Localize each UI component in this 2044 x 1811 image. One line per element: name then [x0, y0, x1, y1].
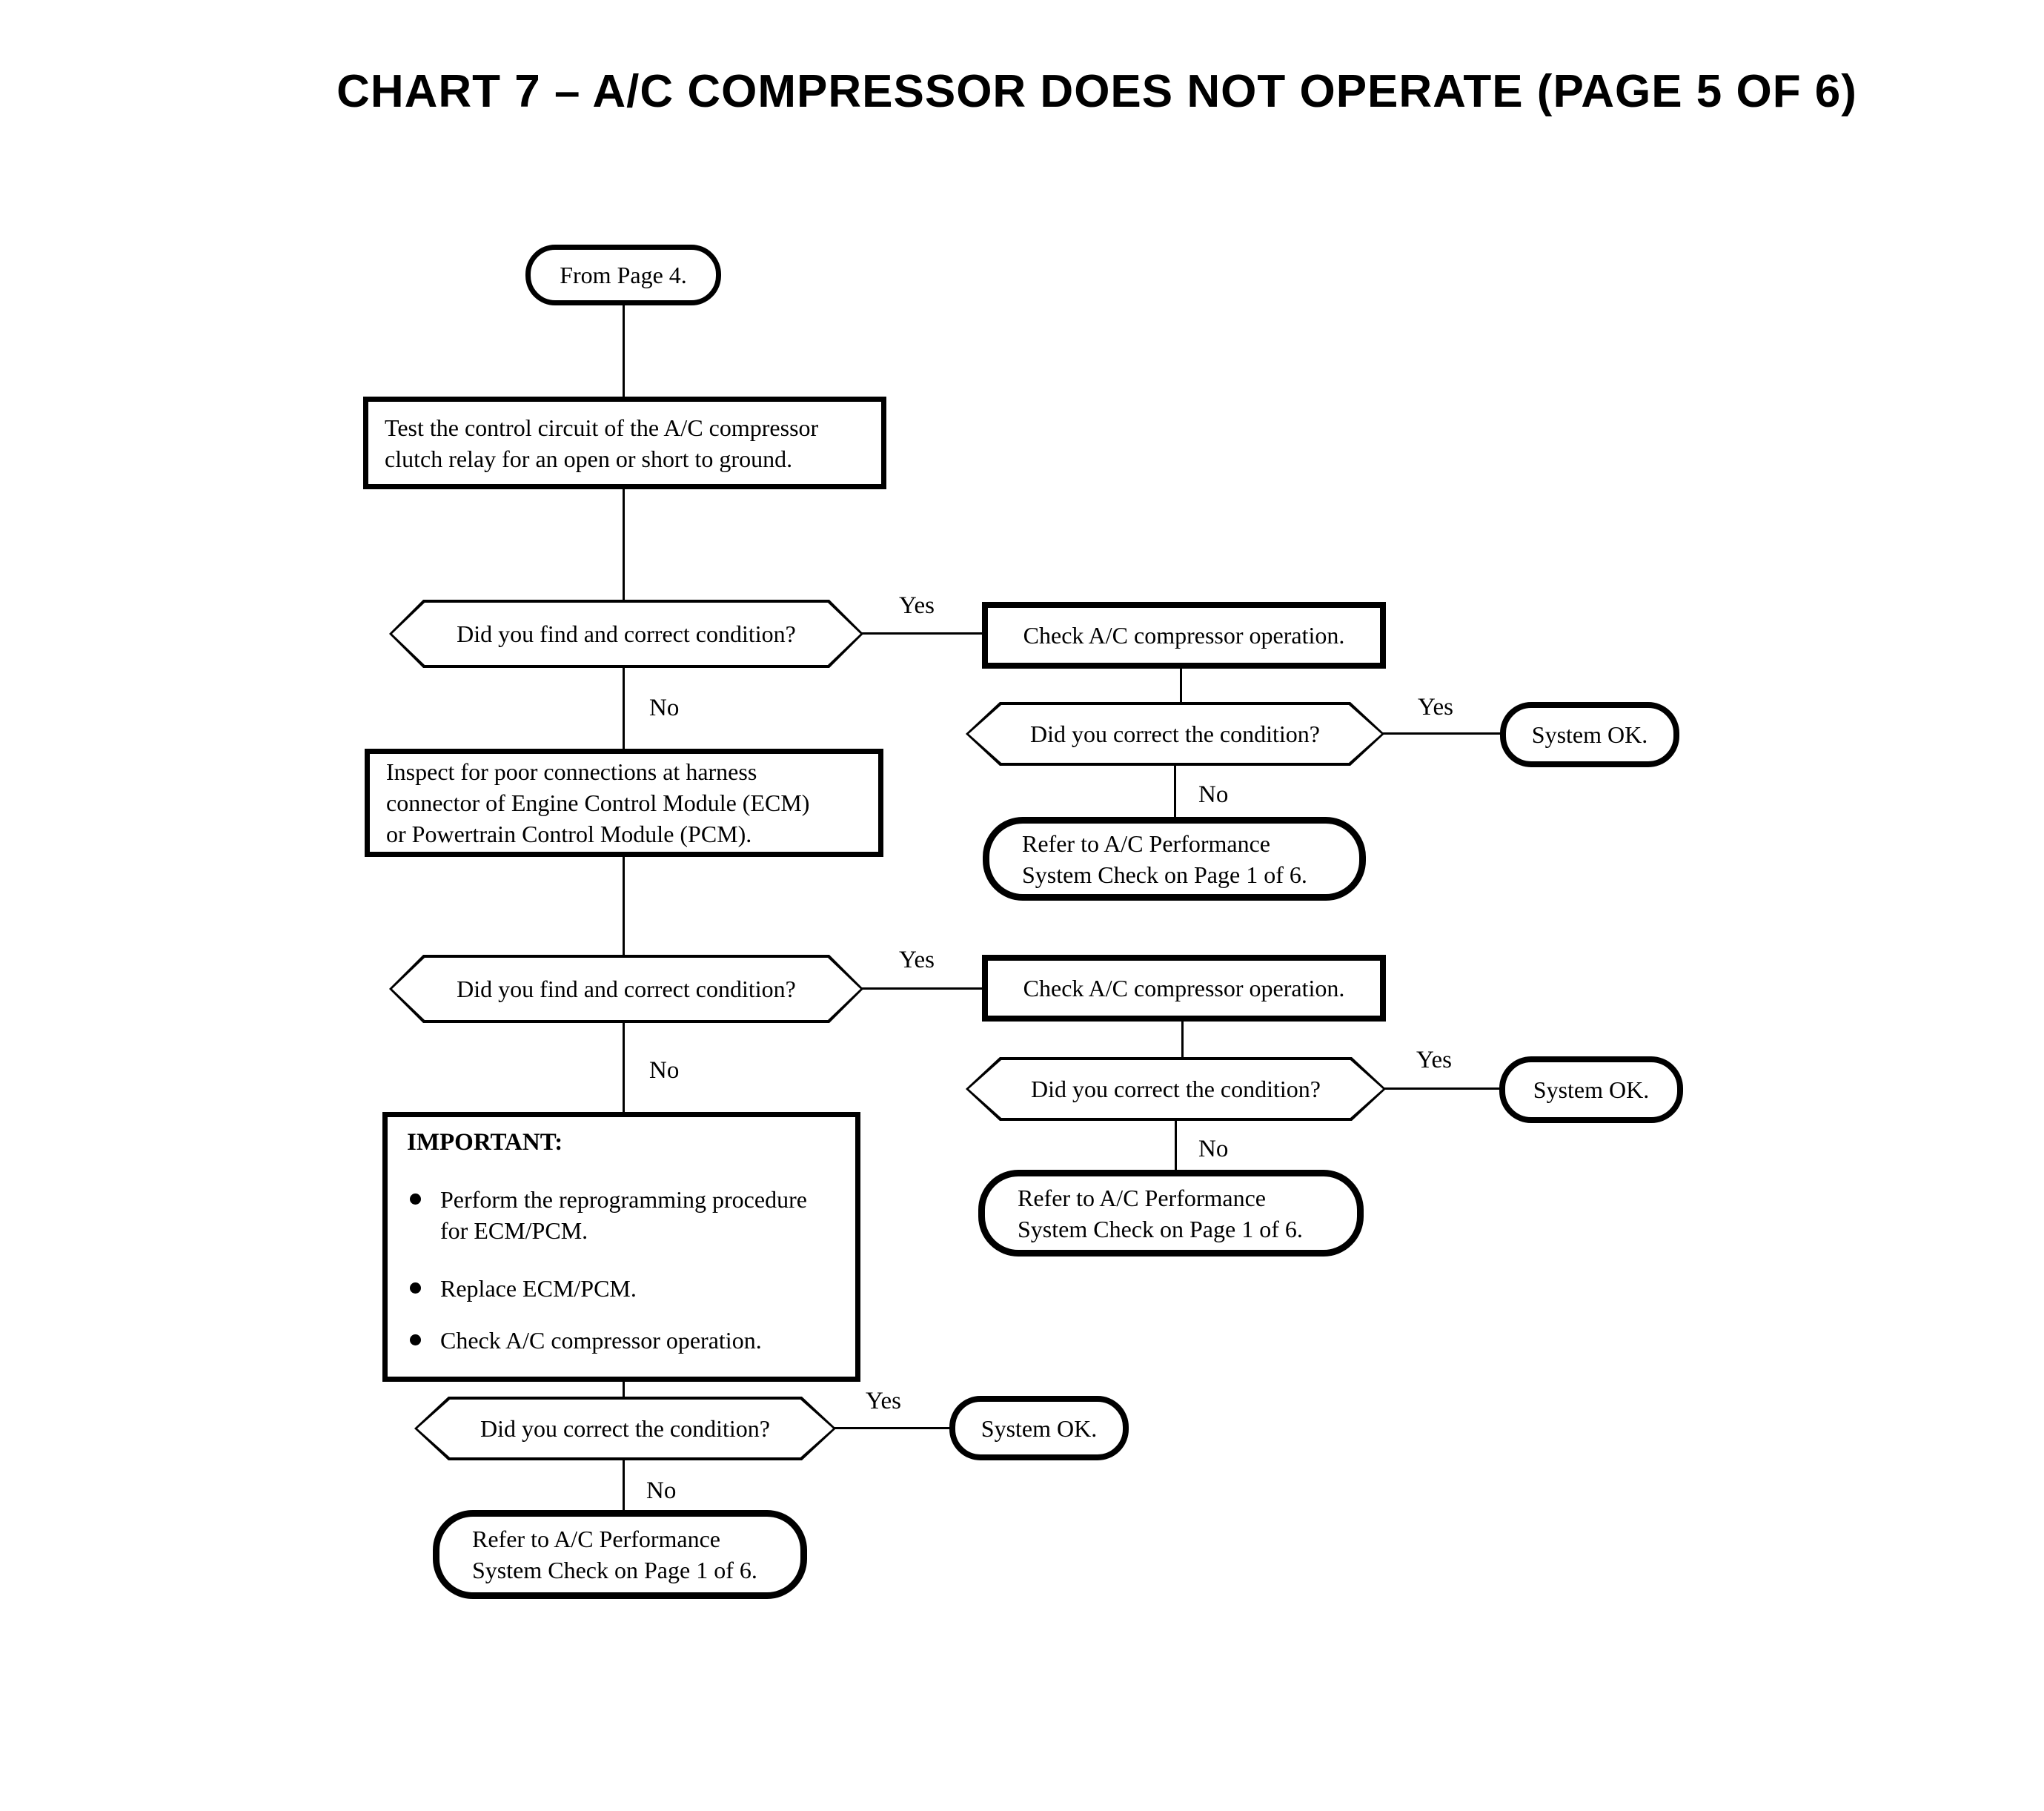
- label-yes-2: Yes: [1418, 694, 1454, 721]
- decision-correct-condition-2: Did you correct the condition?: [966, 1057, 1386, 1121]
- terminal-system-ok-3: System OK.: [949, 1396, 1129, 1460]
- decision-correct-condition-3-label: Did you correct the condition?: [480, 1415, 770, 1442]
- decision-correct-condition-3: Did you correct the condition?: [414, 1397, 836, 1460]
- decision-correct-condition-3-face: Did you correct the condition?: [417, 1400, 833, 1457]
- important-bullet-2-label: Replace ECM/PCM.: [440, 1275, 637, 1302]
- terminal-refer-performance-1: Refer to A/C Performance System Check on…: [983, 817, 1366, 901]
- label-no-3: No: [649, 1057, 680, 1084]
- decision-correct-condition-2-label: Did you correct the condition?: [1031, 1076, 1321, 1102]
- label-yes-3: Yes: [899, 947, 935, 973]
- process-test-circuit-label: Test the control circuit of the A/C comp…: [385, 414, 819, 472]
- connector-inspect-to-decision2: [623, 855, 625, 956]
- label-no-4: No: [1198, 1136, 1229, 1162]
- terminal-system-ok-2: System OK.: [1499, 1056, 1683, 1123]
- decision-find-correct-1-face: Did you find and correct condition?: [392, 603, 860, 665]
- process-check-compressor-1: Check A/C compressor operation.: [982, 602, 1386, 669]
- label-no-1: No: [649, 695, 680, 721]
- terminal-refer-performance-3: Refer to A/C Performance System Check on…: [433, 1510, 807, 1599]
- connector-correct1-no: [1174, 764, 1176, 818]
- connector-decision3-no: [623, 1459, 625, 1512]
- label-no-2: No: [1198, 781, 1229, 808]
- connector-decision1-yes: [860, 632, 983, 635]
- decision-correct-condition-2-face: Did you correct the condition?: [969, 1060, 1383, 1118]
- terminal-refer-performance-1-label: Refer to A/C Performance System Check on…: [1022, 830, 1307, 888]
- decision-correct-condition-1-face: Did you correct the condition?: [969, 705, 1381, 763]
- connector-decision2-no: [623, 1022, 625, 1113]
- label-yes-5: Yes: [866, 1388, 902, 1414]
- label-yes-1: Yes: [899, 592, 935, 619]
- connector-test-to-decision1: [623, 488, 625, 601]
- connector-important-to-decision3: [623, 1380, 625, 1398]
- connector-correct1-yes: [1381, 732, 1502, 735]
- connector-correct2-yes: [1383, 1087, 1501, 1090]
- label-no-5: No: [646, 1477, 677, 1504]
- connector-check1-to-correct1: [1180, 667, 1182, 703]
- decision-find-correct-2-label: Did you find and correct condition?: [457, 976, 796, 1002]
- terminal-system-ok-1-label: System OK.: [1531, 721, 1648, 748]
- connector-check2-to-correct2: [1181, 1020, 1184, 1059]
- important-bullet-1-label: Perform the reprogramming procedure for …: [440, 1186, 807, 1244]
- bullet-icon: [410, 1334, 421, 1345]
- process-check-compressor-2-label: Check A/C compressor operation.: [1023, 975, 1345, 1001]
- important-heading: IMPORTANT:: [407, 1129, 563, 1156]
- process-check-compressor-2: Check A/C compressor operation.: [982, 955, 1386, 1022]
- terminal-refer-performance-2-label: Refer to A/C Performance System Check on…: [1018, 1184, 1303, 1242]
- important-bullet-3-label: Check A/C compressor operation.: [440, 1327, 762, 1354]
- terminal-system-ok-2-label: System OK.: [1533, 1076, 1650, 1103]
- start-node-label: From Page 4.: [560, 262, 687, 288]
- bullet-icon: [410, 1193, 421, 1205]
- decision-correct-condition-1: Did you correct the condition?: [966, 702, 1384, 766]
- label-yes-4: Yes: [1416, 1047, 1453, 1073]
- important-bullet-2: Replace ECM/PCM.: [410, 1273, 637, 1304]
- connector-decision2-yes: [860, 987, 983, 990]
- decision-find-correct-2-face: Did you find and correct condition?: [392, 958, 860, 1020]
- process-test-circuit: Test the control circuit of the A/C comp…: [363, 397, 886, 489]
- terminal-system-ok-1: System OK.: [1500, 702, 1679, 767]
- process-inspect-connections-label: Inspect for poor connections at harness …: [386, 758, 810, 847]
- connector-decision3-yes: [833, 1427, 951, 1429]
- process-check-compressor-1-label: Check A/C compressor operation.: [1023, 622, 1345, 649]
- terminal-system-ok-3-label: System OK.: [980, 1414, 1098, 1442]
- important-bullet-1: Perform the reprogramming procedure for …: [410, 1184, 807, 1246]
- decision-find-correct-1-label: Did you find and correct condition?: [457, 620, 796, 647]
- decision-find-correct-2: Did you find and correct condition?: [389, 955, 863, 1023]
- chart-title: CHART 7 – A/C COMPRESSOR DOES NOT OPERAT…: [336, 66, 1857, 117]
- process-important: IMPORTANT: Perform the reprogramming pro…: [382, 1112, 860, 1382]
- start-node-from-page-4: From Page 4.: [525, 245, 721, 305]
- important-bullet-3: Check A/C compressor operation.: [410, 1325, 762, 1356]
- connector-decision1-no: [623, 666, 625, 750]
- connector-start-to-test: [623, 304, 625, 398]
- process-inspect-connections: Inspect for poor connections at harness …: [365, 749, 883, 857]
- decision-correct-condition-1-label: Did you correct the condition?: [1030, 721, 1320, 747]
- decision-find-correct-1: Did you find and correct condition?: [389, 600, 863, 668]
- bullet-icon: [410, 1282, 421, 1294]
- terminal-refer-performance-2: Refer to A/C Performance System Check on…: [978, 1170, 1364, 1257]
- terminal-refer-performance-3-label: Refer to A/C Performance System Check on…: [472, 1526, 757, 1583]
- connector-correct2-no: [1175, 1119, 1177, 1171]
